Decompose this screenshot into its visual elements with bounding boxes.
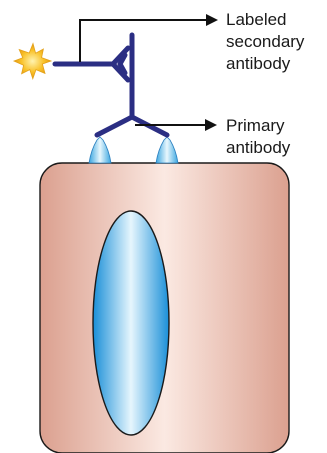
primary-antibody bbox=[97, 85, 167, 135]
fluorescent-label-star bbox=[14, 44, 51, 79]
label-secondary-line-2: secondary bbox=[226, 31, 304, 52]
label-secondary-line-3: antibody bbox=[226, 53, 290, 74]
leader-line-primary bbox=[135, 119, 217, 131]
label-secondary-line-1: Labeled bbox=[226, 9, 287, 30]
antigen-left bbox=[89, 137, 111, 163]
secondary-antibody bbox=[55, 35, 132, 85]
leader-line-secondary bbox=[80, 14, 218, 62]
antigen-right bbox=[156, 137, 178, 163]
nucleus bbox=[93, 211, 169, 435]
label-primary-line-1: Primary bbox=[226, 115, 285, 136]
label-primary-line-2: antibody bbox=[226, 137, 290, 158]
